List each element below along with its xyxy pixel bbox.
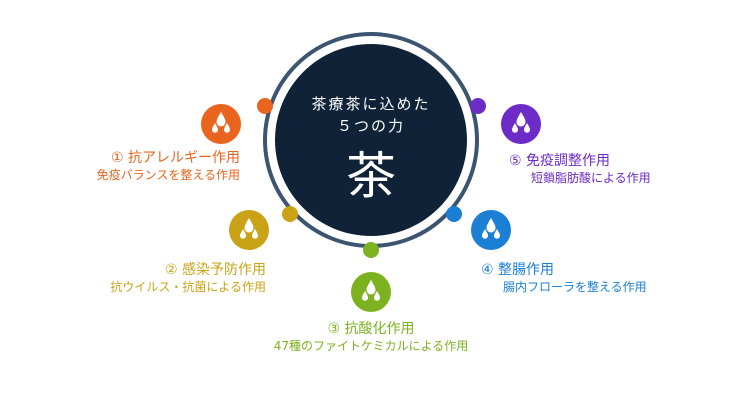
item-2-number: ② [164,262,178,278]
item-4-number: ④ [481,262,494,278]
item-5-label: ⑤ 免疫調整作用 短鎖脂肪酸による作用 [509,152,651,186]
tea-kanji-glyph: 茶 [346,147,396,205]
center-title-line2: ５つの力 [336,117,405,135]
item-2-subtitle: 抗ウイルス・抗菌による作用 [110,280,266,294]
item-3-label: ③ 抗酸化作用 47種のファイトケミカルによる作用 [221,320,521,354]
ring-dot-5 [470,98,486,114]
water-drops-icon [471,210,511,250]
item-4-title: 整腸作用 [498,262,555,278]
item-1-title: 抗アレルギー作用 [128,150,240,166]
center-title-line1: 茶療茶に込めた [311,95,431,113]
item-1-label: ① 抗アレルギー作用 免疫バランスを整える作用 [97,149,240,183]
item-4-label: ④ 整腸作用 腸内フローラを整える作用 [481,261,647,295]
item-5-title: 免疫調整作用 [526,153,611,169]
water-drops-icon [229,210,269,250]
water-drops-icon [351,272,391,312]
item-1-subtitle: 免疫バランスを整える作用 [96,168,240,182]
item-5-number: ⑤ [509,153,522,169]
center-disc [275,44,467,236]
water-drops-icon [501,104,541,144]
item-5-subtitle: 短鎖脂肪酸による作用 [531,171,651,185]
ring-dot-4 [446,206,462,222]
item-3-title: 抗酸化作用 [344,321,415,337]
item-2-label: ② 感染予防作用 抗ウイルス・抗菌による作用 [110,261,266,295]
item-4-subtitle: 腸内フローラを整える作用 [503,280,647,294]
item-3-subtitle: 47種のファイトケミカルによる作用 [273,339,469,353]
water-drops-icon [201,104,241,144]
ring-dot-2 [282,206,298,222]
item-3-number: ③ [327,321,341,337]
ring-dot-1 [257,98,273,114]
item-1-number: ① [110,150,124,166]
item-2-title: 感染予防作用 [182,262,266,278]
ring-dot-3 [363,242,379,258]
